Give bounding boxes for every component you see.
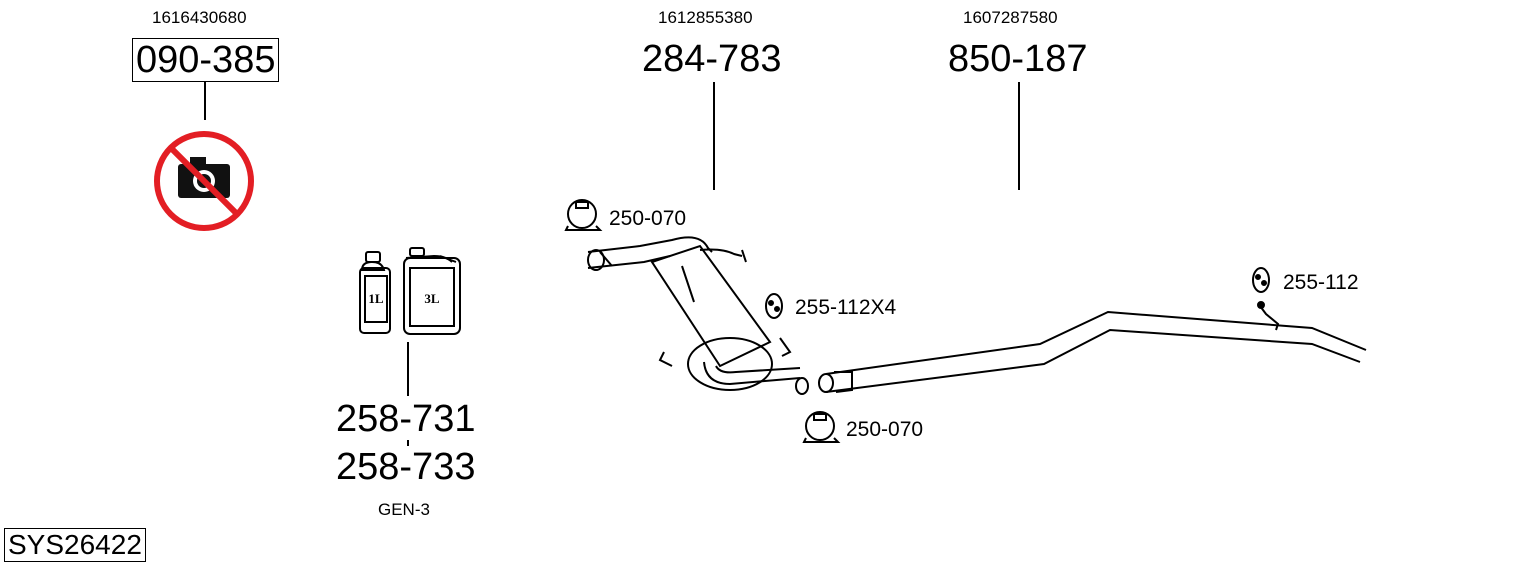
clamp-icon bbox=[564, 199, 603, 231]
bottle-icon bbox=[359, 251, 391, 334]
tail-pipe bbox=[818, 301, 1367, 393]
can-small-label: 1L bbox=[368, 291, 384, 306]
oe-number: 1616430680 bbox=[152, 8, 247, 27]
system-number: SYS26422 bbox=[4, 528, 146, 562]
part-number[interactable]: 258-731 bbox=[336, 398, 476, 440]
leader-lines bbox=[204, 82, 1020, 446]
clamp-part-number[interactable]: 250-070 bbox=[846, 418, 924, 441]
can-large-label: 3L bbox=[424, 291, 440, 306]
oe-number: 1607287580 bbox=[963, 8, 1058, 27]
rubber-mount-icon bbox=[1252, 267, 1270, 293]
generation-label: GEN-3 bbox=[378, 500, 430, 519]
middle-silencer bbox=[587, 236, 809, 395]
rubber-mount-icon bbox=[765, 293, 783, 319]
part-number[interactable]: 284-783 bbox=[642, 38, 782, 80]
mount-part-number[interactable]: 255-112X4 bbox=[795, 296, 897, 319]
mount-part-number[interactable]: 255-112 bbox=[1283, 271, 1359, 294]
no-photo-icon bbox=[154, 131, 254, 231]
oe-number: 1612855380 bbox=[658, 8, 753, 27]
canister-icon bbox=[403, 247, 461, 335]
clamp-part-number[interactable]: 250-070 bbox=[609, 207, 687, 230]
clamp-icon bbox=[802, 411, 841, 443]
part-number[interactable]: 258-733 bbox=[336, 446, 476, 488]
part-number[interactable]: 090-385 bbox=[132, 38, 280, 82]
part-number[interactable]: 850-187 bbox=[948, 38, 1088, 80]
